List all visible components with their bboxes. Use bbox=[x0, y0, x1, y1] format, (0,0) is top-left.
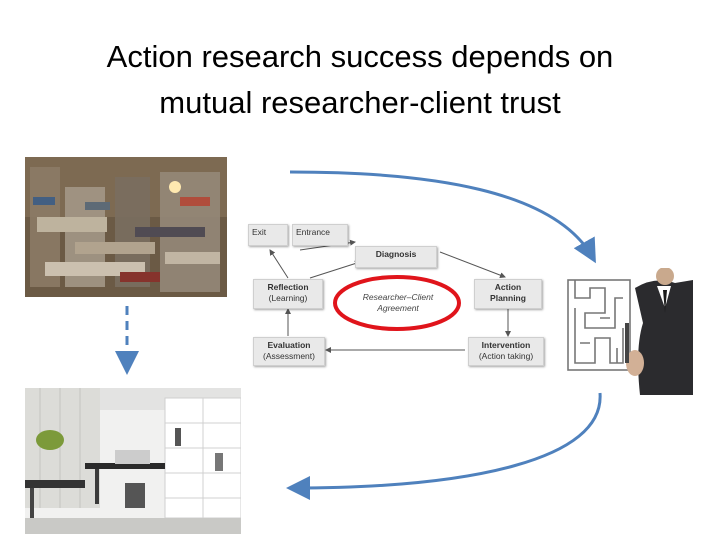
tidy-office-photo bbox=[25, 388, 241, 534]
cluttered-room-photo bbox=[25, 157, 227, 297]
top-curved-arrow bbox=[289, 170, 596, 264]
intervention-box: Intervention (Action taking) bbox=[468, 337, 544, 366]
exit-box: Exit bbox=[248, 224, 288, 246]
slide-title: Action research success depends on mutua… bbox=[0, 34, 720, 126]
diagnosis-box: Diagnosis bbox=[355, 246, 437, 268]
title-line-2: mutual researcher-client trust bbox=[159, 85, 561, 120]
bottom-curved-arrow bbox=[286, 392, 602, 500]
reflection-box: Reflection (Learning) bbox=[253, 279, 323, 309]
agreement-highlight-ellipse bbox=[333, 275, 461, 331]
evaluation-box: Evaluation (Assessment) bbox=[253, 337, 325, 366]
maze-drawing-businessman-photo bbox=[565, 268, 693, 395]
cycle-connectors bbox=[269, 239, 511, 353]
researcher-client-agreement-label: Researcher–Client Agreement bbox=[362, 292, 434, 313]
title-line-1: Action research success depends on bbox=[106, 39, 614, 74]
entrance-box: Entrance bbox=[292, 224, 348, 246]
action-planning-box: Action Planning bbox=[474, 279, 542, 309]
